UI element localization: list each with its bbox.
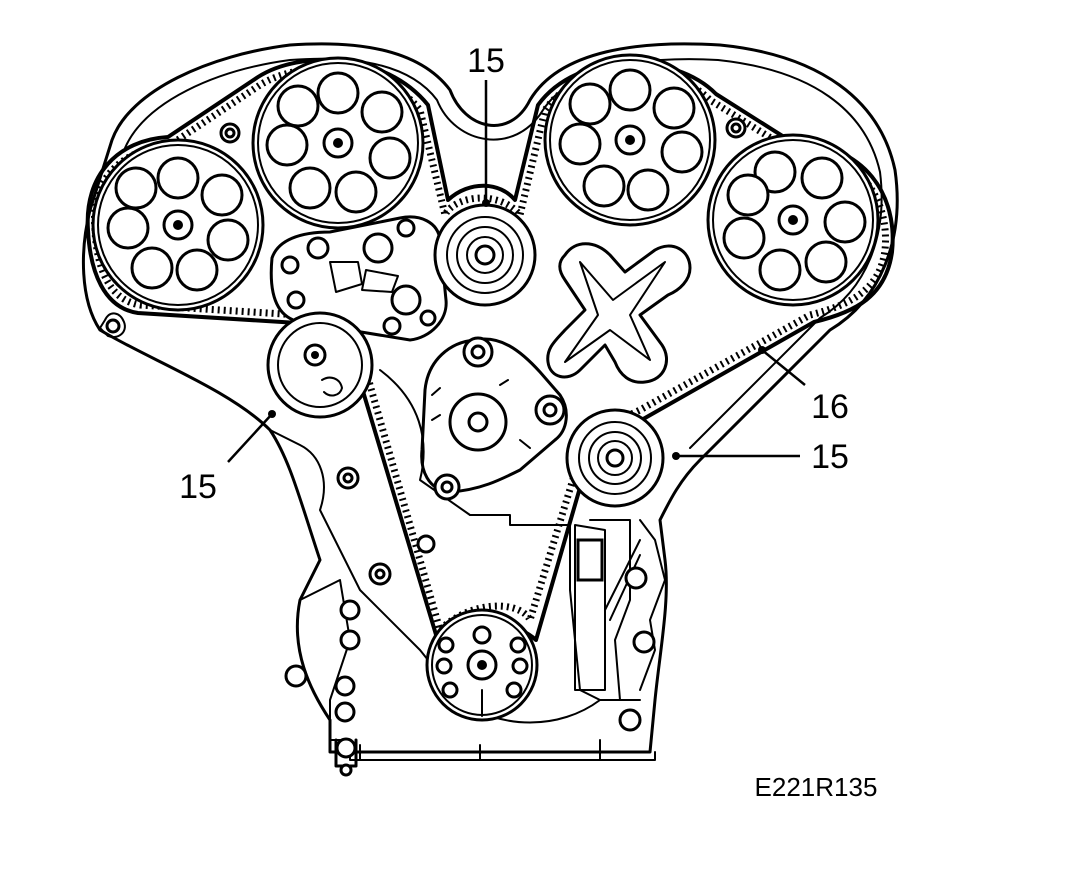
- camshaft-sprocket-right-inner: [543, 53, 717, 227]
- leader-idler-left: [227, 413, 273, 463]
- callout-16-belt: 16: [811, 388, 849, 426]
- callout-15-top: 15: [467, 42, 505, 80]
- idler-pulley-top: [433, 203, 537, 307]
- camshaft-sprocket-left-inner: [251, 56, 425, 230]
- callout-15-left: 15: [179, 468, 217, 506]
- callout-leaders: [227, 80, 806, 463]
- x-casting: [546, 242, 692, 384]
- cover-bolts: [219, 117, 747, 144]
- figure-id: E221R135: [755, 772, 878, 802]
- lower-block: [269, 369, 666, 777]
- crankshaft-sprocket: [425, 608, 539, 722]
- leader-belt: [761, 349, 806, 386]
- water-pump: [420, 336, 568, 501]
- idler-pulley-right: [565, 408, 665, 508]
- tensioner-bracket: [269, 215, 448, 342]
- camshaft-sprocket-right-outer: [706, 133, 880, 307]
- callout-15-right: 15: [811, 438, 849, 476]
- idler-pulley-left: [266, 311, 374, 419]
- camshaft-sprocket-left-outer: [91, 138, 265, 312]
